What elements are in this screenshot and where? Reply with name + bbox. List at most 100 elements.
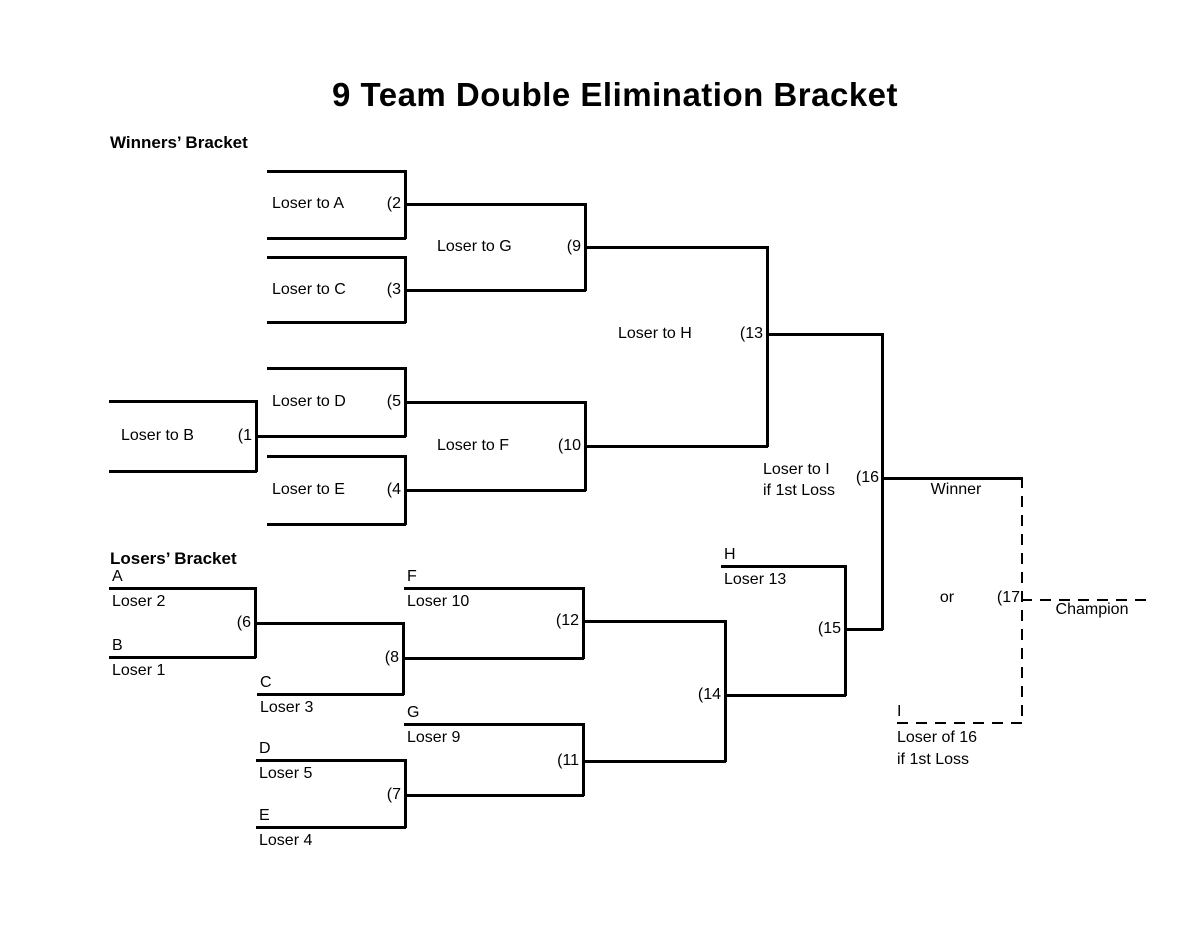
match14-winner-line (724, 694, 846, 697)
slot-f-source: Loser 10 (407, 593, 470, 610)
slot-h-letter: H (724, 546, 736, 563)
match16-loser-dest-line1: Loser to I (763, 461, 830, 478)
slot-i-source-line1: Loser of 16 (897, 729, 978, 746)
match4-loser-dest: Loser to E (272, 481, 345, 498)
match4-bottom-line (267, 523, 406, 526)
match7-number: (7 (386, 786, 401, 803)
match2-label-row: Loser to A (2 (272, 194, 401, 213)
match3-top-line (267, 256, 406, 259)
slot-f-line (404, 587, 584, 590)
slot-e-source: Loser 4 (259, 832, 313, 849)
slot-g-letter: G (407, 704, 420, 721)
match6-number: (6 (236, 614, 251, 631)
match2-number: (2 (386, 195, 401, 212)
winner-label: Winner (930, 481, 982, 498)
slot-h-line (721, 565, 846, 568)
match1-winner-line (255, 435, 406, 438)
match10-number: (10 (557, 437, 581, 454)
match1-bottom-line (109, 470, 257, 473)
match14-number: (14 (697, 686, 721, 703)
match2-bottom-line (267, 237, 406, 240)
match2-loser-dest: Loser to A (272, 195, 345, 212)
match5-winner-line (404, 401, 586, 404)
match17-champion-line-dashed (1021, 599, 1149, 601)
winners-bracket-heading: Winners’ Bracket (110, 133, 248, 152)
match10-label-row: Loser to F (10 (437, 436, 581, 455)
match1-label-row: Loser to B (1 (121, 426, 252, 445)
match4-top-line (267, 455, 406, 458)
match14-connector (724, 620, 727, 762)
losers-bracket-heading: Losers’ Bracket (110, 549, 237, 568)
match5-number: (5 (386, 393, 401, 410)
match10-winner-line (584, 445, 768, 448)
match11-connector (582, 723, 585, 796)
match13-label-row: Loser to H (13 (618, 324, 763, 343)
slot-i-line-dashed (897, 722, 1023, 724)
match5-top-line (267, 367, 406, 370)
match4-label-row: Loser to E (4 (272, 480, 401, 499)
slot-f-letter: F (407, 568, 417, 585)
slot-i-letter: I (897, 703, 902, 720)
match11-winner-line (582, 760, 726, 763)
match12-connector (582, 587, 585, 659)
match2-winner-line (404, 203, 586, 206)
slot-h-source: Loser 13 (724, 571, 787, 588)
slot-c-letter: C (260, 674, 272, 691)
slot-d-line (256, 759, 406, 762)
slot-d-source: Loser 5 (259, 765, 313, 782)
slot-i-source-line2: if 1st Loss (897, 751, 970, 768)
slot-a-line (109, 587, 256, 590)
match3-bottom-line (267, 321, 406, 324)
match1-loser-dest: Loser to B (121, 427, 194, 444)
match3-winner-line (404, 289, 586, 292)
match16-connector (881, 333, 884, 630)
match4-winner-line (404, 489, 586, 492)
match7-winner-line (404, 794, 584, 797)
slot-a-letter: A (112, 568, 123, 585)
match1-top-line (109, 400, 257, 403)
match5-loser-dest: Loser to D (272, 393, 346, 410)
match13-connector (766, 246, 769, 447)
match9-winner-line (584, 246, 768, 249)
match3-number: (3 (386, 281, 401, 298)
match8-number: (8 (384, 649, 399, 666)
match15-number: (15 (817, 620, 841, 637)
match16-loser-dest-line2: if 1st Loss (763, 482, 836, 499)
champion-label: Champion (1055, 601, 1129, 618)
slot-b-letter: B (112, 637, 123, 654)
match13-number: (13 (739, 325, 763, 342)
match12-winner-line (582, 620, 726, 623)
or-label: or (939, 589, 955, 606)
match13-winner-line (766, 333, 883, 336)
slot-c-source: Loser 3 (260, 699, 314, 716)
match12-number: (12 (555, 612, 579, 629)
match16-number: (16 (855, 469, 879, 486)
match10-loser-dest: Loser to F (437, 437, 510, 454)
match1-number: (1 (237, 427, 252, 444)
match6-winner-line (254, 622, 404, 625)
slot-d-letter: D (259, 740, 271, 757)
match11-number: (11 (557, 752, 579, 769)
match9-loser-dest: Loser to G (437, 238, 512, 255)
slot-b-line (109, 656, 256, 659)
match9-number: (9 (566, 238, 581, 255)
match9-label-row: Loser to G (9 (437, 237, 581, 256)
match3-label-row: Loser to C (3 (272, 280, 401, 299)
slot-e-letter: E (259, 807, 270, 824)
slot-e-line (256, 826, 406, 829)
match16-winner-line (881, 477, 1023, 480)
slot-g-source: Loser 9 (407, 729, 461, 746)
slot-c-line (257, 693, 404, 696)
match5-label-row: Loser to D (5 (272, 392, 401, 411)
match7-connector (404, 759, 407, 828)
match17-number: (17 (996, 589, 1020, 606)
match15-winner-line (844, 628, 883, 631)
match8-winner-line (402, 657, 584, 660)
slot-g-line (404, 723, 584, 726)
match4-number: (4 (386, 481, 401, 498)
slot-a-source: Loser 2 (112, 593, 166, 610)
page-title: 9 Team Double Elimination Bracket (331, 76, 899, 113)
match2-top-line (267, 170, 406, 173)
match13-loser-dest: Loser to H (618, 325, 692, 342)
